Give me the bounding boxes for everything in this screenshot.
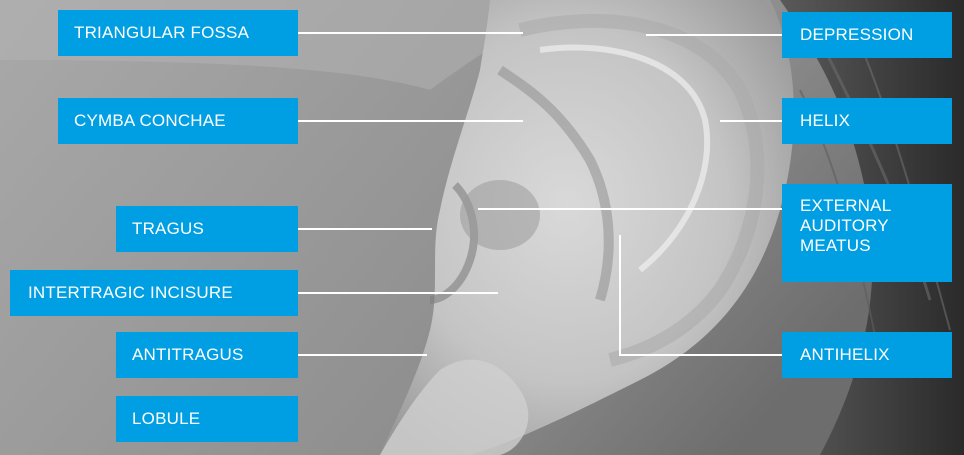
- label-text: INTERTRAGIC INCISURE: [28, 283, 233, 303]
- label-tragus: TRAGUS: [116, 206, 298, 252]
- label-antitragus: ANTITRAGUS: [116, 332, 298, 378]
- label-text: LOBULE: [132, 409, 200, 429]
- label-text: DEPRESSION: [800, 25, 913, 45]
- label-text: TRAGUS: [132, 219, 204, 239]
- label-text: ANTITRAGUS: [132, 345, 244, 365]
- label-lobule: LOBULE: [116, 396, 298, 442]
- label-text: CYMBA CONCHAE: [74, 111, 226, 131]
- label-text-line-1: EXTERNAL: [800, 196, 891, 216]
- label-text-group: EXTERNAL AUDITORY MEATUS: [800, 196, 891, 256]
- label-helix: HELIX: [782, 98, 952, 144]
- label-intertragic-incisure: INTERTRAGIC INCISURE: [10, 270, 298, 316]
- label-antihelix: ANTIHELIX: [782, 332, 952, 378]
- label-text: HELIX: [800, 111, 850, 131]
- label-text-line-3: MEATUS: [800, 236, 891, 256]
- label-triangular-fossa: TRIANGULAR FOSSA: [58, 10, 298, 56]
- label-text: ANTIHELIX: [800, 345, 890, 365]
- label-text-line-2: AUDITORY: [800, 216, 891, 236]
- label-depression: DEPRESSION: [782, 12, 952, 58]
- leader-antihelix: [620, 235, 782, 355]
- label-cymba-conchae: CYMBA CONCHAE: [58, 98, 298, 144]
- label-external-auditory-meatus: EXTERNAL AUDITORY MEATUS: [782, 184, 952, 282]
- label-text: TRIANGULAR FOSSA: [74, 23, 249, 43]
